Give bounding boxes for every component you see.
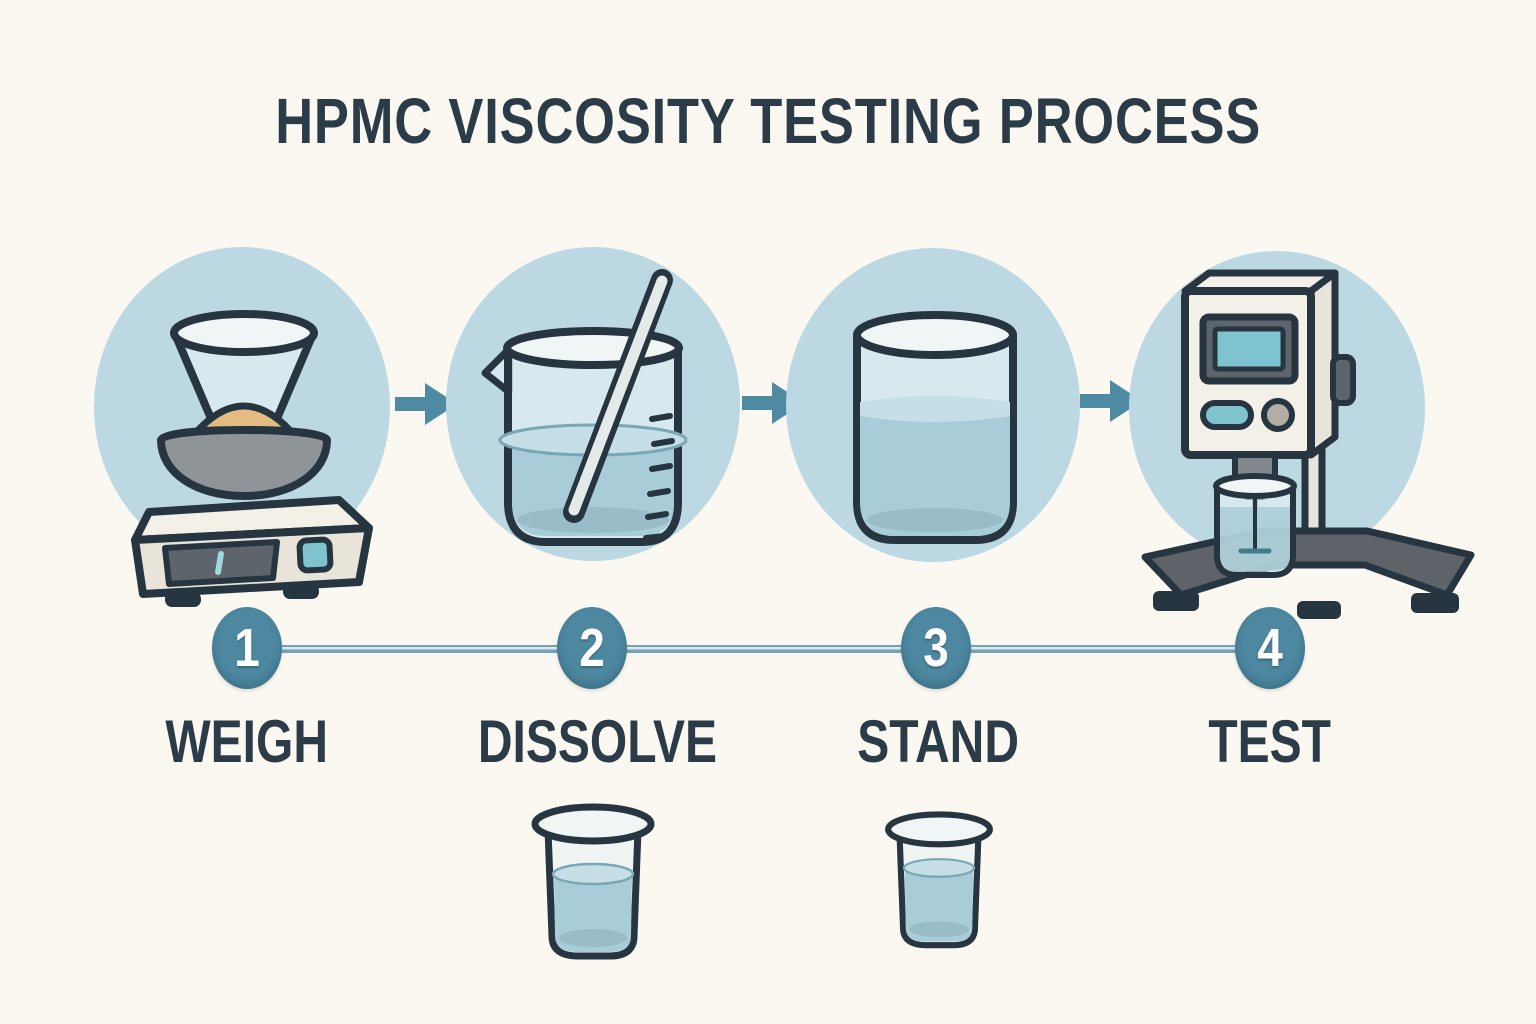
beaker-rim (503, 327, 683, 369)
step-number-badge-1: 1 (212, 607, 282, 689)
liquid-surface (551, 862, 635, 886)
beaker-rim (531, 803, 655, 845)
scale-body (131, 496, 373, 607)
step-number: 4 (1257, 618, 1283, 678)
weighing-scale-icon (94, 247, 390, 607)
step-number-badge-3: 3 (901, 607, 971, 689)
pill-button (1200, 400, 1254, 430)
liquid-surface (860, 396, 1010, 422)
step-label-stand: STAND (857, 708, 1019, 775)
side-knob (1330, 354, 1356, 406)
step-number: 3 (923, 618, 949, 678)
page-title-text: HPMC VISCOSITY TESTING PROCESS (275, 85, 1261, 157)
liquid-surface (902, 858, 976, 878)
arrow-right-icon (395, 383, 457, 425)
viscometer-icon (1129, 251, 1475, 619)
scale-foot (165, 592, 201, 607)
standing-container-icon (786, 248, 1080, 562)
beaker-icon (885, 811, 993, 949)
beaker-icon (531, 803, 655, 960)
screen (1212, 326, 1286, 372)
beaker-stirring-rod-icon (446, 247, 740, 561)
timeline-connector-line (247, 645, 1270, 653)
liquid (904, 867, 974, 942)
sample-beaker (1213, 473, 1297, 578)
scale-foot (283, 584, 319, 599)
beaker-rim (1213, 473, 1297, 499)
liquid (554, 874, 632, 952)
round-button (1261, 398, 1295, 432)
step-number: 1 (234, 618, 260, 678)
graduation-marks (643, 413, 675, 541)
weighing-bowl (157, 426, 331, 500)
base-foot (1153, 591, 1199, 611)
display-digit (215, 551, 224, 575)
stirring-rod (563, 269, 673, 523)
base-foot (1297, 601, 1341, 619)
page-title: HPMC VISCOSITY TESTING PROCESS (0, 84, 1536, 158)
funnel-glass (170, 310, 318, 446)
step-number: 2 (579, 618, 605, 678)
step-label-dissolve: DISSOLVE (477, 708, 717, 775)
step-label-weigh: WEIGH (165, 708, 329, 775)
scale-button (296, 536, 334, 574)
step-number-badge-4: 4 (1235, 607, 1305, 689)
step-label-test: TEST (1208, 708, 1332, 775)
step-number-badge-2: 2 (557, 607, 627, 689)
arrow-right-icon (742, 382, 804, 424)
stand-base (1141, 527, 1475, 619)
viscometer-head (1181, 269, 1356, 459)
base-foot (1411, 593, 1459, 613)
beaker (481, 269, 688, 546)
container (853, 311, 1017, 544)
container-rim (853, 311, 1017, 359)
beaker-rim (885, 811, 993, 848)
liquid (860, 402, 1010, 536)
arrow-right-icon (1080, 380, 1142, 422)
